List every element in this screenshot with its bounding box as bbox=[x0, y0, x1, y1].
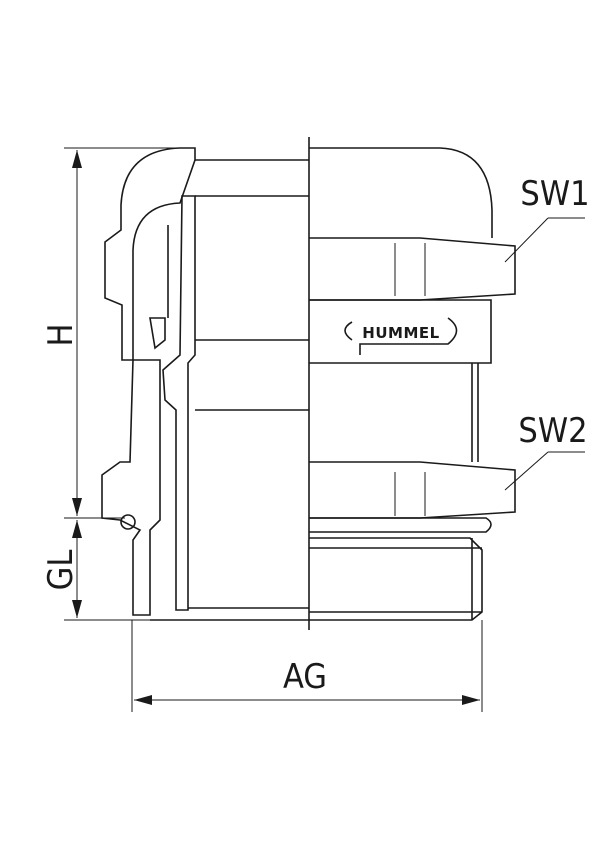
dome-cap bbox=[309, 147, 493, 238]
exterior-view: HUMMEL bbox=[309, 147, 516, 621]
hummel-logo: HUMMEL bbox=[344, 317, 458, 355]
body-exterior bbox=[471, 363, 479, 462]
ag-label: AG bbox=[283, 657, 327, 697]
o-ring-section bbox=[120, 514, 136, 530]
logo-band bbox=[309, 299, 492, 364]
thread bbox=[309, 537, 483, 621]
dome-cap-section bbox=[104, 147, 196, 361]
seal-insert-section bbox=[162, 195, 196, 611]
logo-text: HUMMEL bbox=[362, 324, 439, 342]
sw1-label: SW1 bbox=[520, 174, 589, 214]
section-view bbox=[101, 147, 309, 621]
sw1-nut bbox=[309, 237, 516, 301]
o-ring-exterior bbox=[309, 517, 492, 533]
sw2-leader bbox=[504, 451, 549, 491]
h-label: H bbox=[41, 323, 81, 346]
gl-label: GL bbox=[41, 550, 81, 591]
sw1-leader bbox=[504, 217, 549, 263]
sw2-nut bbox=[309, 461, 516, 519]
clamp-section bbox=[149, 317, 166, 350]
dimensions: H GL AG SW1 SW2 bbox=[41, 147, 590, 712]
sw2-label: SW2 bbox=[518, 411, 587, 451]
body-section bbox=[101, 359, 161, 616]
